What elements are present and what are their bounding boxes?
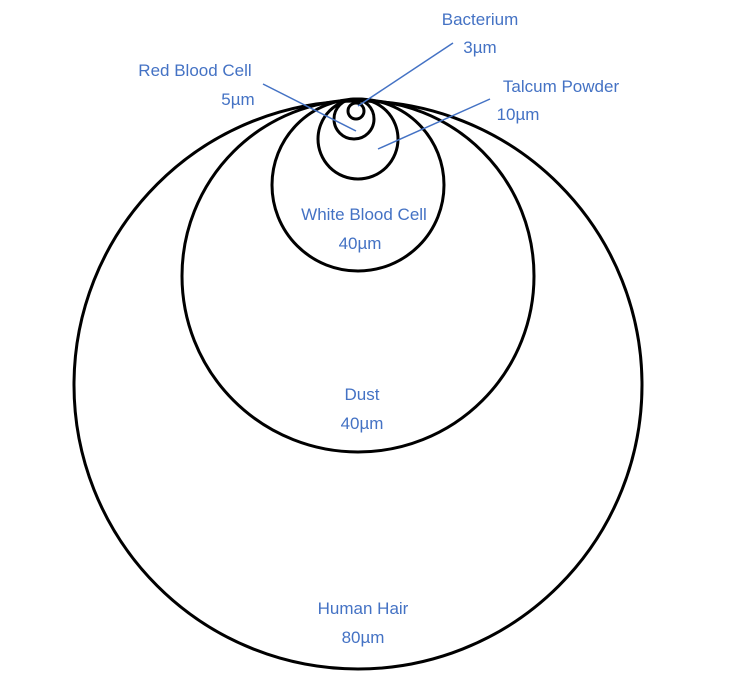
dust-size-label: 40µm bbox=[341, 414, 384, 433]
human-hair-name-label: Human Hair bbox=[318, 599, 409, 618]
bacterium-size-label: 3µm bbox=[463, 38, 496, 57]
bacterium-leader-line bbox=[357, 42, 454, 107]
talcum-powder-leader-line bbox=[377, 98, 491, 150]
white-blood-cell-size-label: 40µm bbox=[339, 234, 382, 253]
talcum-powder-name-label: Talcum Powder bbox=[503, 77, 620, 96]
white-blood-cell-name-label: White Blood Cell bbox=[301, 205, 427, 224]
bacterium-circle bbox=[346, 101, 366, 121]
talcum-powder-size-label: 10µm bbox=[497, 105, 540, 124]
dust-name-label: Dust bbox=[345, 385, 380, 404]
red-blood-cell-leader-line bbox=[262, 83, 357, 132]
bacterium-name-label: Bacterium bbox=[442, 10, 519, 29]
red-blood-cell-name-label: Red Blood Cell bbox=[138, 61, 251, 80]
red-blood-cell-circle bbox=[332, 97, 376, 141]
red-blood-cell-size-label: 5µm bbox=[221, 90, 254, 109]
human-hair-size-label: 80µm bbox=[342, 628, 385, 647]
